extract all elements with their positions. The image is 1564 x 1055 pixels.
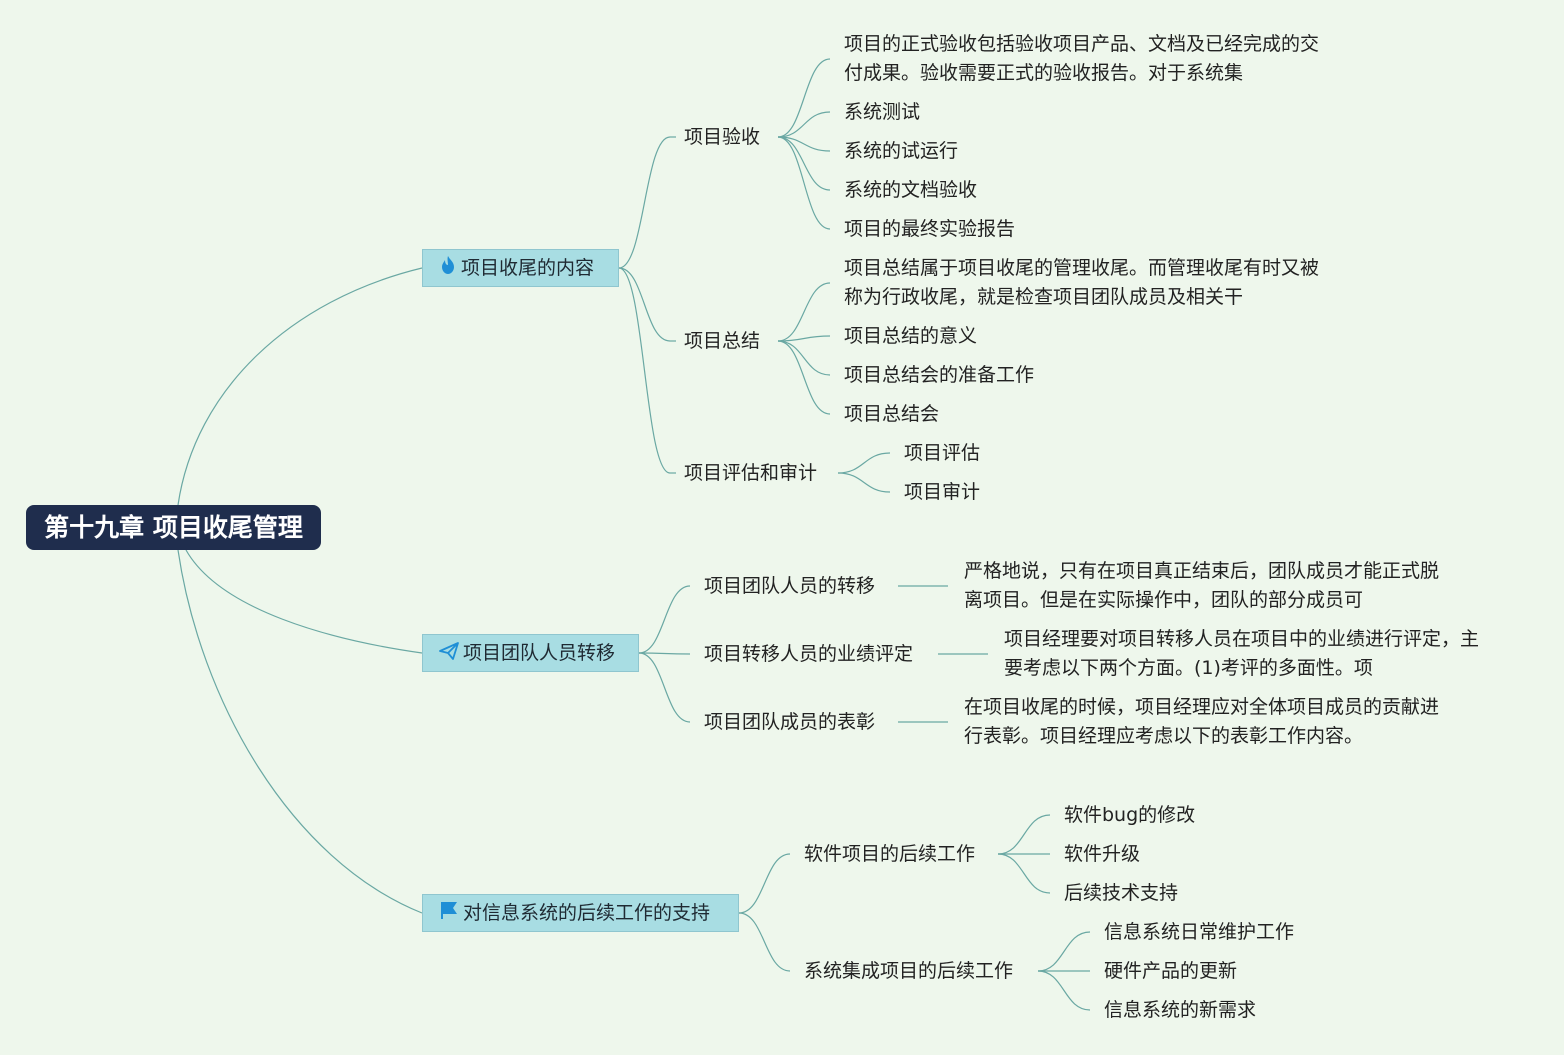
leaf-topic[interactable]: 项目审计 xyxy=(904,481,981,503)
branch-connector xyxy=(638,585,691,654)
leaf-topic[interactable]: 后续技术支持 xyxy=(1064,882,1179,904)
leaf-topic[interactable]: 严格地说，只有在项目真正结束后，团队成员才能正式脱 离项目。但是在实际操作中，团… xyxy=(964,557,1439,615)
sub-topic-member-transfer[interactable]: 项目团队人员的转移 xyxy=(704,575,876,597)
leaf-connector xyxy=(777,111,831,138)
sub-topic-acceptance[interactable]: 项目验收 xyxy=(684,126,761,148)
leaf-topic[interactable]: 信息系统的新需求 xyxy=(1104,999,1257,1021)
branch-connector xyxy=(618,136,671,269)
leaf-line: 要考虑以下两个方面。(1)考评的多面性。项 xyxy=(1004,657,1373,679)
leaf-line: 行表彰。项目经理应考虑以下的表彰工作内容。 xyxy=(964,725,1364,747)
sub-topic-summary[interactable]: 项目总结 xyxy=(684,330,761,352)
branch-label: 项目团队人员转移 xyxy=(463,642,616,664)
leaf-topic[interactable]: 信息系统日常维护工作 xyxy=(1104,921,1295,943)
branch-team-transfer[interactable]: 项目团队人员转移 xyxy=(422,634,639,672)
leaf-connector xyxy=(777,136,831,152)
leaf-connector xyxy=(777,282,831,342)
flag-icon xyxy=(439,896,459,932)
leaf-topic[interactable]: 硬件产品的更新 xyxy=(1104,960,1238,982)
leaf-topic[interactable]: 系统测试 xyxy=(844,101,921,123)
sub-topic-evaluation-audit[interactable]: 项目评估和审计 xyxy=(684,462,818,484)
leaf-line: 付成果。验收需要正式的验收报告。对于系统集 xyxy=(844,62,1244,84)
leaf-connector xyxy=(837,472,891,493)
leaf-topic[interactable]: 项目的最终实验报告 xyxy=(844,218,1016,240)
branch-closing-content[interactable]: 项目收尾的内容 xyxy=(422,249,619,287)
branch-label: 项目收尾的内容 xyxy=(461,257,595,279)
leaf-connector xyxy=(837,452,891,474)
root-topic[interactable]: 第十九章 项目收尾管理 xyxy=(26,505,321,550)
leaf-connector xyxy=(777,136,831,191)
paper-plane-icon xyxy=(439,636,459,672)
leaf-connector xyxy=(777,335,831,342)
leaf-connector xyxy=(777,340,831,415)
leaf-topic[interactable]: 项目评估 xyxy=(904,442,981,464)
branch-follow-up-support[interactable]: 对信息系统的后续工作的支持 xyxy=(422,894,739,932)
leaf-connector xyxy=(777,58,831,138)
leaf-topic[interactable]: 软件升级 xyxy=(1064,843,1141,865)
leaf-connector xyxy=(1037,970,1091,1011)
leaf-topic[interactable]: 系统的试运行 xyxy=(844,140,959,162)
root-connector xyxy=(177,549,423,914)
root-connector xyxy=(185,549,423,654)
leaf-connector xyxy=(777,340,831,376)
branch-connector xyxy=(618,267,671,474)
leaf-topic[interactable]: 项目经理要对项目转移人员在项目中的业绩进行评定，主 要考虑以下两个方面。(1)考… xyxy=(1004,625,1479,683)
leaf-line: 称为行政收尾，就是检查项目团队成员及相关干 xyxy=(844,286,1244,308)
leaf-topic[interactable]: 项目总结会 xyxy=(844,403,940,425)
sub-topic-member-recognition[interactable]: 项目团队成员的表彰 xyxy=(704,711,876,733)
branch-connector xyxy=(618,267,671,342)
leaf-connector xyxy=(997,814,1051,855)
fire-icon xyxy=(439,251,457,287)
sub-topic-performance-review[interactable]: 项目转移人员的业绩评定 xyxy=(704,643,914,665)
branch-connector xyxy=(638,652,691,655)
branch-connector xyxy=(638,652,691,723)
leaf-line: 离项目。但是在实际操作中，团队的部分成员可 xyxy=(964,589,1364,611)
sub-topic-integration-follow-up[interactable]: 系统集成项目的后续工作 xyxy=(804,960,1014,982)
branch-connector xyxy=(738,853,791,914)
leaf-line: 项目的正式验收包括验收项目产品、文档及已经完成的交 xyxy=(844,33,1320,55)
leaf-topic[interactable]: 项目总结会的准备工作 xyxy=(844,364,1035,386)
leaf-topic[interactable]: 项目的正式验收包括验收项目产品、文档及已经完成的交 付成果。验收需要正式的验收报… xyxy=(844,30,1319,88)
leaf-topic[interactable]: 系统的文档验收 xyxy=(844,179,978,201)
leaf-topic[interactable]: 软件bug的修改 xyxy=(1064,804,1196,826)
leaf-connector xyxy=(997,853,1051,894)
leaf-connector xyxy=(1037,931,1091,972)
leaf-connector xyxy=(777,136,831,230)
branch-connector xyxy=(738,912,791,972)
leaf-line: 在项目收尾的时候，项目经理应对全体项目成员的贡献进 xyxy=(964,696,1440,718)
leaf-line: 项目总结属于项目收尾的管理收尾。而管理收尾有时又被 xyxy=(844,257,1320,279)
leaf-topic[interactable]: 项目总结的意义 xyxy=(844,325,978,347)
leaf-topic[interactable]: 项目总结属于项目收尾的管理收尾。而管理收尾有时又被 称为行政收尾，就是检查项目团… xyxy=(844,254,1319,312)
sub-topic-software-follow-up[interactable]: 软件项目的后续工作 xyxy=(804,843,976,865)
branch-label: 对信息系统的后续工作的支持 xyxy=(463,902,711,924)
leaf-topic[interactable]: 在项目收尾的时候，项目经理应对全体项目成员的贡献进 行表彰。项目经理应考虑以下的… xyxy=(964,693,1439,751)
root-connector xyxy=(177,267,423,506)
leaf-line: 项目经理要对项目转移人员在项目中的业绩进行评定，主 xyxy=(1004,628,1480,650)
leaf-line: 严格地说，只有在项目真正结束后，团队成员才能正式脱 xyxy=(964,560,1440,582)
